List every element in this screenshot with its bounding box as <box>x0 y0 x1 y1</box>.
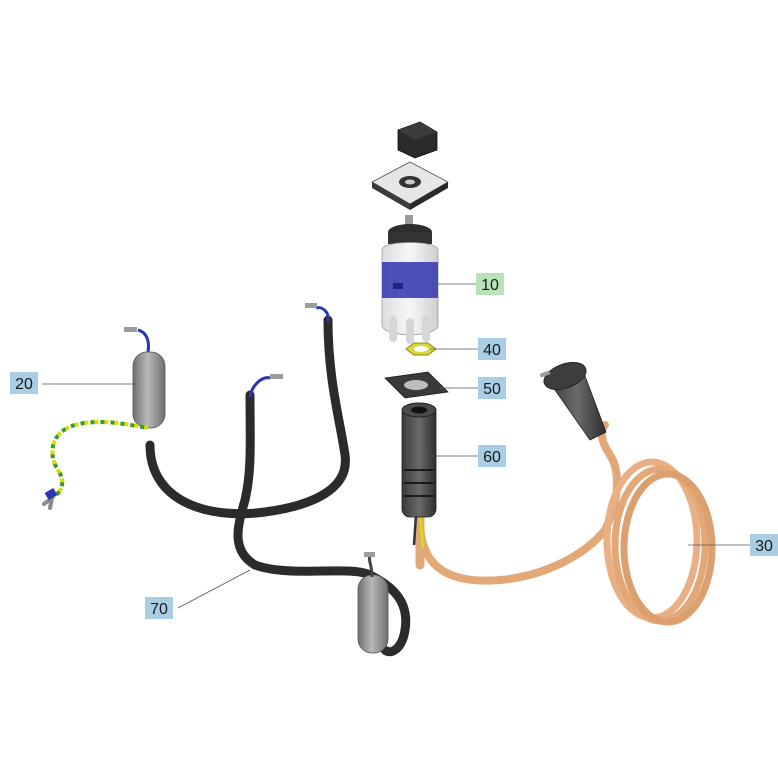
callout-10[interactable]: 10 <box>476 273 504 295</box>
callout-box <box>10 372 38 394</box>
callout-70[interactable]: 70 <box>145 597 173 619</box>
suppressor-20 <box>42 327 166 510</box>
callout-label: 20 <box>15 376 33 393</box>
callout-label: 40 <box>483 342 501 359</box>
switch-body-icon <box>381 215 439 344</box>
cable-harness-70 <box>145 303 411 657</box>
ground-wire-green <box>50 420 149 500</box>
wire-end-a <box>315 306 330 323</box>
wire-end-b <box>248 376 271 398</box>
gasket-50 <box>384 371 449 399</box>
fork-terminal-icon <box>42 496 54 510</box>
wire-to-terminal <box>137 328 150 353</box>
wire-dark <box>412 514 418 546</box>
callout-box <box>478 338 506 360</box>
callout-box <box>478 377 506 399</box>
rotary-switch-10 <box>371 121 449 344</box>
knob-icon <box>397 121 438 159</box>
callout-label: 10 <box>481 277 499 294</box>
terminal-c <box>124 327 137 332</box>
capacitor-icon <box>357 552 389 654</box>
callout-box <box>750 534 778 556</box>
callout-label: 60 <box>483 449 501 466</box>
blue-sleeve <box>44 488 58 500</box>
callout-label: 30 <box>755 538 773 555</box>
power-cord-30 <box>416 362 716 626</box>
gland-hole <box>411 406 427 414</box>
callout-box <box>478 445 506 467</box>
orange-cord <box>416 421 621 585</box>
schuko-plug-icon <box>539 362 607 441</box>
nut-hole <box>414 346 428 352</box>
wire-yellow <box>418 514 425 549</box>
callout-box <box>476 273 504 295</box>
callout-box <box>145 597 173 619</box>
callout-60[interactable]: 60 <box>478 445 506 467</box>
leader-70 <box>177 569 251 609</box>
callout-20[interactable]: 20 <box>10 372 38 394</box>
cable-gland-icon <box>401 404 437 518</box>
callout-label: 50 <box>483 381 501 398</box>
callout-50[interactable]: 50 <box>478 377 506 399</box>
cord-coil-3 <box>620 470 716 626</box>
ground-wire-yellow <box>50 420 149 500</box>
strain-relief-60 <box>401 402 437 570</box>
callout-label: 70 <box>150 601 168 618</box>
capacitor-icon <box>132 351 166 429</box>
black-cable-2 <box>233 390 411 657</box>
leader-lines <box>42 283 750 609</box>
callout-40[interactable]: 40 <box>478 338 506 360</box>
dial-plate-icon <box>371 161 449 210</box>
terminal-a <box>305 303 317 308</box>
black-cable <box>145 315 350 519</box>
cord-coil-1 <box>603 458 701 622</box>
gasket-hole <box>404 380 428 390</box>
terminal-b <box>270 374 283 379</box>
callout-30[interactable]: 30 <box>750 534 778 556</box>
